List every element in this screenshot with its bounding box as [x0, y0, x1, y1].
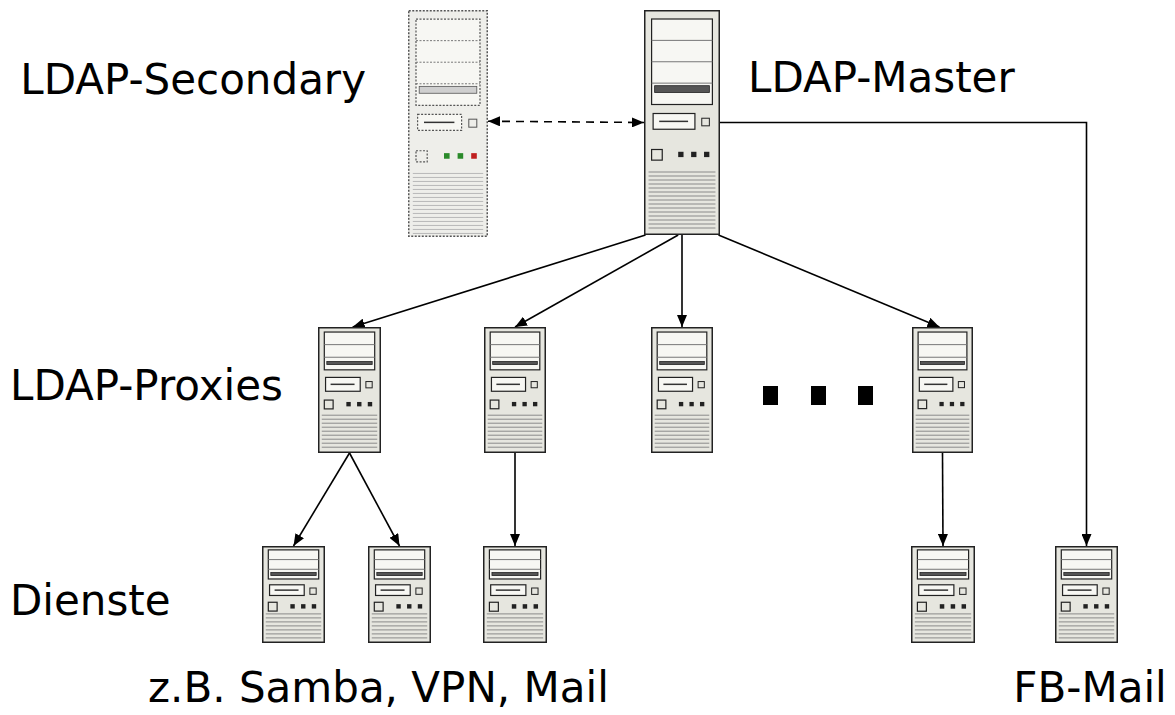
server-label: Dienste [10, 577, 171, 625]
server-node [911, 546, 975, 643]
arrow-connector [720, 123, 1087, 547]
ellipsis-dot [811, 386, 826, 405]
arrow-connector [718, 235, 939, 327]
server-icon [484, 327, 546, 453]
ellipsis-dot [763, 386, 778, 405]
arrow-connector [942, 453, 944, 546]
server-node [651, 327, 713, 453]
server-label: LDAP-Secondary [20, 56, 366, 104]
server-icon [912, 327, 973, 453]
server-node [484, 327, 546, 453]
server-icon [318, 327, 381, 453]
server-icon [408, 10, 488, 237]
server-node [368, 546, 431, 643]
arrow-connector [514, 453, 516, 546]
server-icon [911, 546, 975, 643]
server-node: LDAP-Secondary [408, 10, 488, 237]
server-icon [368, 546, 431, 643]
server-icon [651, 327, 713, 453]
ellipsis-dots [763, 386, 873, 405]
server-icon [644, 10, 720, 235]
server-node: LDAP-Master [644, 10, 720, 235]
server-label: LDAP-Master [748, 54, 1015, 102]
server-node [912, 327, 973, 453]
server-label: LDAP-Proxies [10, 362, 283, 410]
server-node: FB-Mail [1055, 546, 1118, 643]
server-icon [483, 546, 547, 643]
arrow-connector [294, 453, 350, 546]
server-node: LDAP-Proxies [318, 327, 381, 453]
server-node: Dienste [262, 546, 325, 643]
server-icon [262, 546, 325, 643]
arrow-connector [350, 453, 400, 546]
server-label: FB-Mail [1013, 664, 1166, 712]
caption-label: z.B. Samba, VPN, Mail [148, 664, 609, 712]
server-node [483, 546, 547, 643]
arrow-connector [681, 235, 683, 327]
arrow-connector [488, 121, 644, 122]
server-icon [1055, 546, 1118, 643]
arrow-connector [353, 235, 646, 327]
arrow-connector [515, 235, 678, 327]
ellipsis-dot [858, 386, 873, 405]
